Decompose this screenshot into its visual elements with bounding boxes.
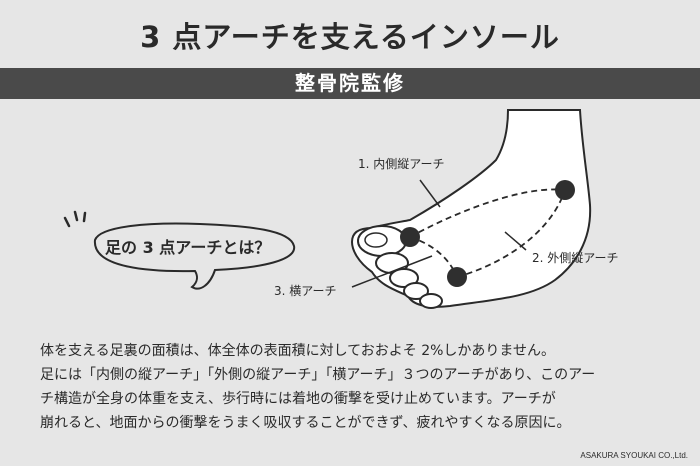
label-arch2: 2. 外側縦アーチ bbox=[532, 251, 619, 265]
body-text: 体を支える足裏の面積は、体全体の表面積に対しておおよそ 2%しかありません。 足… bbox=[40, 339, 665, 435]
label-arch1: 1. 内側縦アーチ bbox=[358, 157, 445, 171]
banner: 整骨院監修 bbox=[0, 68, 700, 99]
toe-3 bbox=[389, 268, 419, 288]
body-line: 足には「内側の縦アーチ」「外側の縦アーチ」「横アーチ」３つのアーチがあり、このア… bbox=[40, 367, 596, 383]
foot-illustration: 足の 3 点アーチとは？ 1. 内側縦アーチ 2. 外側縦アーチ 3. 横アーチ bbox=[63, 109, 619, 309]
body-line: 体を支える足裏の面積は、体全体の表面積に対しておおよそ 2%しかありません。 bbox=[40, 343, 555, 359]
toenail bbox=[364, 232, 388, 248]
point-big-toe-ball bbox=[400, 227, 420, 247]
body-line: 崩れると、地面からの衝撃をうまく吸収することができず、疲れやすくなる原因に。 bbox=[40, 415, 571, 431]
bubble-text: 足の 3 点アーチとは？ bbox=[105, 238, 270, 257]
toe-4 bbox=[403, 282, 429, 300]
speech-bubble bbox=[93, 222, 296, 290]
point-heel bbox=[555, 180, 575, 200]
body-line: チ構造が全身の体重を支え、歩行時には着地の衝撃を受け止めています。アーチが bbox=[40, 391, 556, 407]
banner-label: 整骨院監修 bbox=[295, 71, 405, 95]
foot-outline bbox=[350, 109, 592, 308]
toe-5 bbox=[419, 293, 443, 309]
point-little-toe-ball bbox=[447, 267, 467, 287]
page-title: 3 点アーチを支えるインソール bbox=[140, 20, 560, 54]
label-arch3: 3. 横アーチ bbox=[274, 284, 337, 298]
arch-points bbox=[400, 180, 575, 287]
company-credit: ASAKURA SYOUKAI CO.,Ltd. bbox=[580, 451, 688, 460]
sparkle-icon bbox=[63, 210, 87, 228]
pointer-lines bbox=[351, 179, 527, 288]
